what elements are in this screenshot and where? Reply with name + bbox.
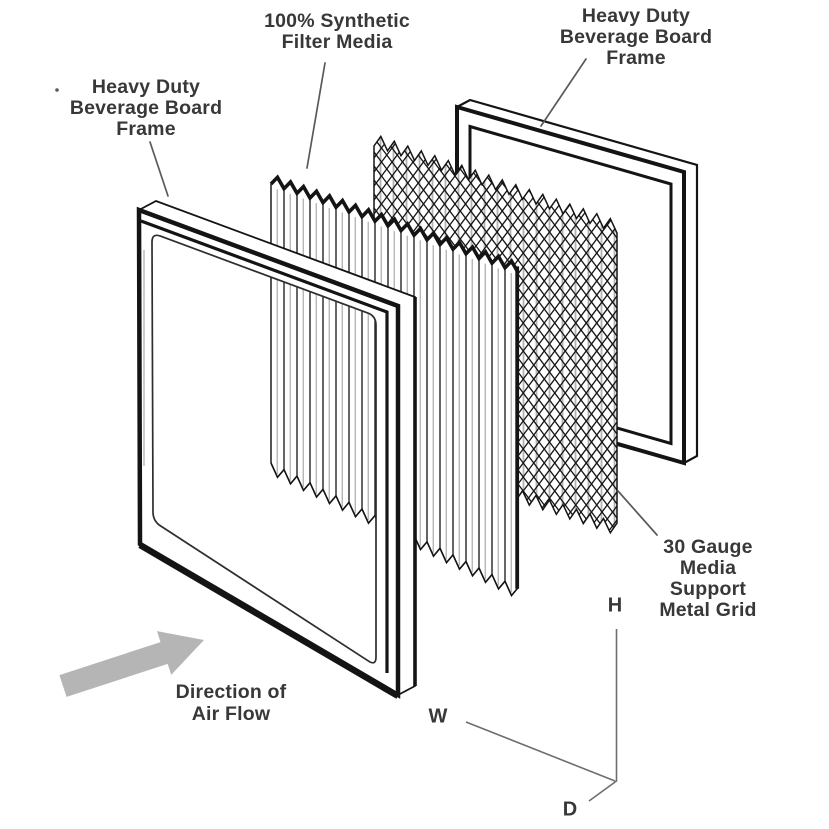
width-axis-line [465, 721, 616, 782]
filter-media-label: 100% Synthetic Filter Media [264, 11, 410, 53]
metal-grid-label-line: 30 Gauge [663, 536, 753, 558]
front-frame-label: Heavy Duty Beverage Board Frame [70, 77, 222, 140]
height-depth-axis-line [588, 629, 618, 802]
front-frame-label-line: Beverage Board [69, 97, 223, 119]
metal-grid-leader [617, 490, 658, 536]
filter-media-label-line: 100% Synthetic [264, 10, 410, 32]
metal-grid-label-line: Media [679, 557, 737, 579]
back-frame-leader [540, 58, 587, 127]
metal-grid-label: 30 Gauge Media Support Metal Grid [659, 537, 756, 621]
dimension-axes [465, 629, 618, 802]
leader-lines [55, 58, 658, 536]
width-dimension-label: W [428, 705, 448, 728]
front-frame-drawing [136, 200, 417, 699]
air-flow-label-line: Air Flow [191, 703, 271, 725]
filter-media-leader [306, 62, 326, 169]
metal-grid-label-line: Metal Grid [659, 599, 757, 621]
air-flow-label: Direction of Air Flow [176, 681, 287, 725]
back-frame-label: Heavy Duty Beverage Board Frame [560, 6, 712, 69]
air-flow-label-line: Direction of [175, 681, 287, 703]
front-frame-label-line: Frame [116, 118, 176, 140]
metal-grid-label-line: Support [669, 578, 747, 600]
back-frame-label-line: Beverage Board [559, 26, 713, 48]
back-frame-label-line: Heavy Duty [581, 5, 691, 27]
depth-dimension-label: D [562, 798, 578, 821]
height-dimension-label: H [607, 594, 623, 617]
front-frame-leader [149, 141, 169, 197]
front-frame-label-line: Heavy Duty [91, 76, 201, 98]
back-frame-label-line: Frame [606, 47, 666, 69]
air-flow-arrow [59, 631, 205, 697]
air-flow-arrow-icon [59, 631, 205, 697]
filter-media-label-line: Filter Media [281, 31, 393, 53]
